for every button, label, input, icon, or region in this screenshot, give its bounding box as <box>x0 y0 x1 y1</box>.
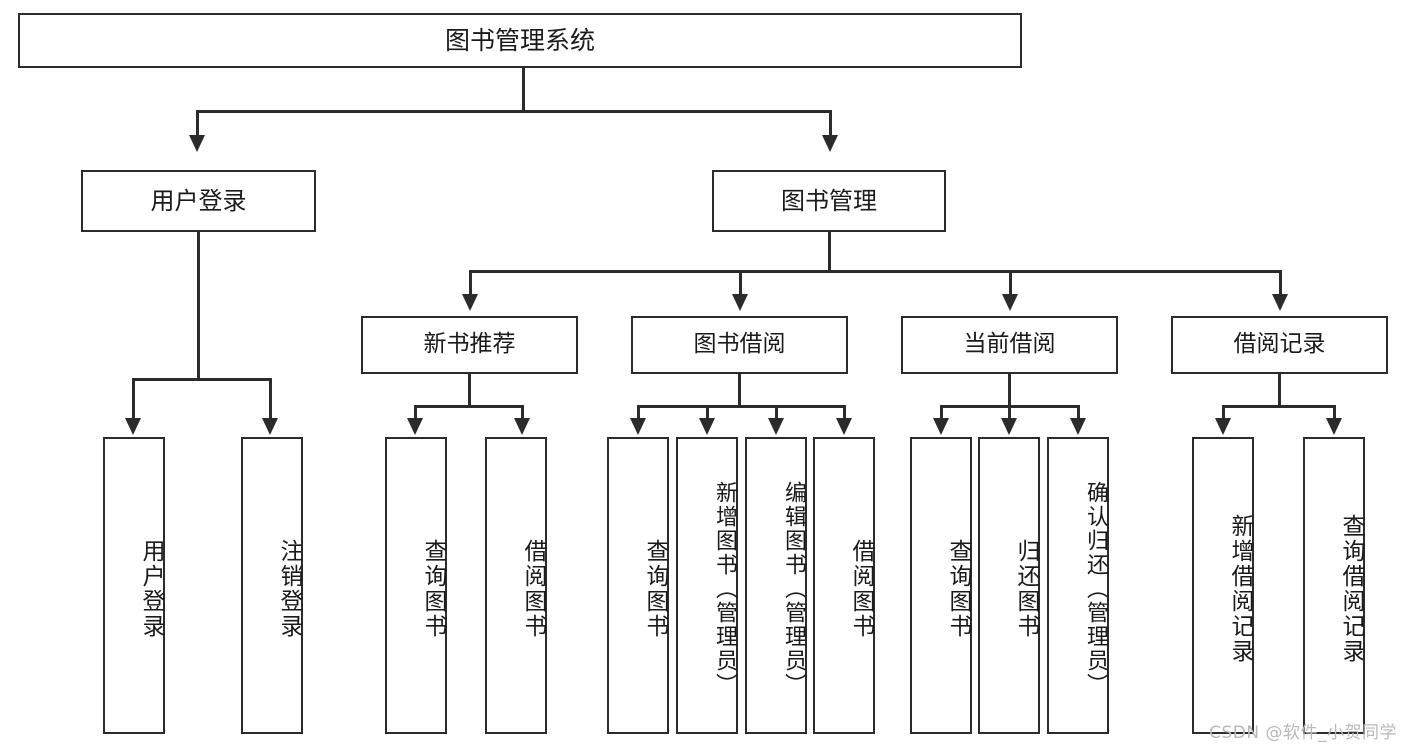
connector-new-book-bus <box>414 405 524 408</box>
connector-root-stem <box>522 68 525 110</box>
connector-current-borrow-to-leaf-2 <box>1008 405 1011 420</box>
connector-borrow-record-to-leaf-1 <box>1222 405 1225 420</box>
connector-book-management-stem <box>828 232 831 270</box>
node-leaf-add-record[interactable]: 新增借阅记录 <box>1192 437 1254 734</box>
node-leaf-query-book-2[interactable]: 查询图书 <box>607 437 669 734</box>
arrow-new-book-to-leaf-2 <box>514 418 530 435</box>
arrow-book-borrow-to-leaf-4 <box>836 418 852 435</box>
connector-bm-to-new-book <box>469 270 472 295</box>
arrow-bm-to-new-book <box>462 294 478 311</box>
connector-bm-to-borrow-record <box>1279 270 1282 295</box>
arrow-bm-to-borrow-record <box>1272 294 1288 311</box>
arrow-current-borrow-to-leaf-2 <box>1001 418 1017 435</box>
connector-book-borrow-to-leaf-3 <box>775 405 778 420</box>
connector-book-borrow-to-leaf-4 <box>843 405 846 420</box>
connector-book-borrow-to-leaf-2 <box>706 405 709 420</box>
arrow-user-login-to-leaf-2 <box>262 418 278 435</box>
arrow-bm-to-current-borrow <box>1002 294 1018 311</box>
node-book-management[interactable]: 图书管理 <box>712 170 946 232</box>
node-borrow-record[interactable]: 借阅记录 <box>1171 316 1388 374</box>
connector-new-book-to-leaf-2 <box>521 405 524 420</box>
node-leaf-borrow-book-1[interactable]: 借阅图书 <box>485 437 547 734</box>
connector-bm-to-book-borrow <box>739 270 742 295</box>
arrow-borrow-record-to-leaf-1 <box>1215 418 1231 435</box>
node-root-system[interactable]: 图书管理系统 <box>18 13 1022 68</box>
node-leaf-borrow-book-2[interactable]: 借阅图书 <box>813 437 875 734</box>
connector-borrow-record-bus <box>1222 405 1336 408</box>
arrow-root-to-user-login <box>189 135 205 152</box>
connector-current-borrow-to-leaf-1 <box>940 405 943 420</box>
arrow-user-login-to-leaf-1 <box>125 418 141 435</box>
node-user-login[interactable]: 用户登录 <box>81 170 316 232</box>
arrow-bm-to-book-borrow <box>732 294 748 311</box>
connector-borrow-record-stem <box>1278 374 1281 405</box>
connector-root-bus <box>196 110 832 113</box>
connector-book-borrow-to-leaf-1 <box>637 405 640 420</box>
connector-user-login-bus <box>132 378 272 381</box>
connector-book-borrow-stem <box>738 374 741 405</box>
arrow-book-borrow-to-leaf-1 <box>630 418 646 435</box>
connector-user-login-to-leaf-2 <box>269 378 272 420</box>
node-leaf-query-book-3[interactable]: 查询图书 <box>910 437 972 734</box>
node-leaf-return-book[interactable]: 归还图书 <box>978 437 1040 734</box>
connector-new-book-to-leaf-1 <box>414 405 417 420</box>
connector-book-management-bus <box>469 270 1281 273</box>
node-book-borrow[interactable]: 图书借阅 <box>631 316 848 374</box>
connector-user-login-stem <box>197 232 200 378</box>
node-leaf-logout[interactable]: 注销登录 <box>241 437 303 734</box>
arrow-book-borrow-to-leaf-2 <box>699 418 715 435</box>
node-leaf-add-book[interactable]: 新增图书（管理员） <box>676 437 738 734</box>
arrow-borrow-record-to-leaf-2 <box>1326 418 1342 435</box>
arrow-current-borrow-to-leaf-3 <box>1070 418 1086 435</box>
connector-current-borrow-stem <box>1008 374 1011 405</box>
connector-user-login-to-leaf-1 <box>132 378 135 420</box>
node-leaf-query-record[interactable]: 查询借阅记录 <box>1303 437 1365 734</box>
node-current-borrow[interactable]: 当前借阅 <box>901 316 1118 374</box>
arrow-root-to-book-management <box>822 135 838 152</box>
connector-book-borrow-bus <box>637 405 845 408</box>
node-new-book-recommend[interactable]: 新书推荐 <box>361 316 578 374</box>
connector-new-book-stem <box>468 374 471 405</box>
connector-bm-to-current-borrow <box>1009 270 1012 295</box>
node-leaf-confirm-return[interactable]: 确认归还（管理员） <box>1047 437 1109 734</box>
node-leaf-user-login[interactable]: 用户登录 <box>103 437 165 734</box>
connector-borrow-record-to-leaf-2 <box>1333 405 1336 420</box>
connector-root-to-book-management <box>829 110 832 137</box>
node-leaf-edit-book[interactable]: 编辑图书（管理员） <box>745 437 807 734</box>
connector-root-to-user-login <box>196 110 199 137</box>
node-leaf-query-book-1[interactable]: 查询图书 <box>385 437 447 734</box>
arrow-current-borrow-to-leaf-1 <box>933 418 949 435</box>
arrow-book-borrow-to-leaf-3 <box>768 418 784 435</box>
connector-current-borrow-to-leaf-3 <box>1077 405 1080 420</box>
arrow-new-book-to-leaf-1 <box>407 418 423 435</box>
